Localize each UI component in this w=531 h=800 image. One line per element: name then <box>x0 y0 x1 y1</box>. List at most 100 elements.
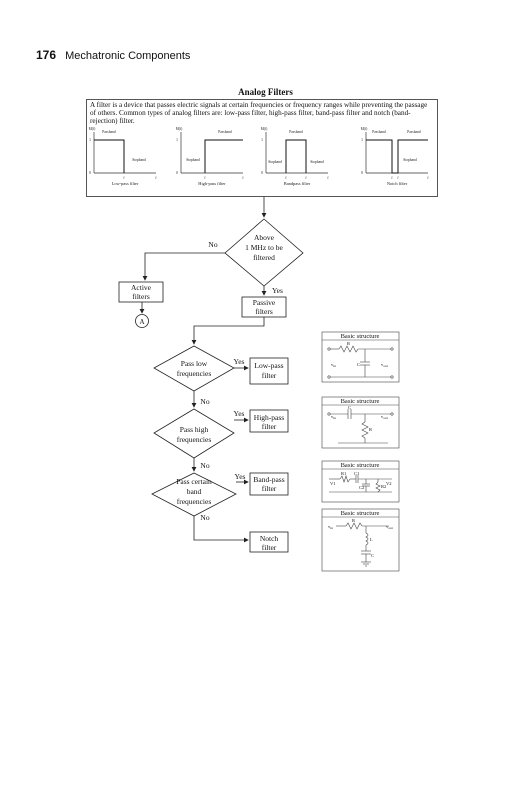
plot-f-label: f <box>327 176 329 180</box>
plot-ylabel: M(f) <box>176 127 184 131</box>
highpass-label-1: High-pass <box>254 413 284 422</box>
q1-line3: filtered <box>253 253 275 262</box>
q1-no-label: No <box>208 240 217 249</box>
f2-label: f <box>305 176 307 180</box>
stopband-label: Stopband <box>403 158 417 162</box>
bandpass-structure-title: Basic structure <box>341 462 380 469</box>
bandpass-label-2: filter <box>262 484 277 493</box>
bandpass-label-1: Band-pass <box>253 475 284 484</box>
stopband-label: Stopband <box>186 158 200 162</box>
q1-yes-label: Yes <box>272 286 283 295</box>
q4-line3: frequencies <box>177 497 212 506</box>
notch-l-label: L <box>370 537 373 542</box>
connector-label: A <box>139 318 144 326</box>
response-curve <box>94 139 125 173</box>
highpass-box <box>249 409 289 433</box>
plot-f-label: f <box>155 176 157 180</box>
fc-label: f <box>204 176 206 180</box>
bp-r2-label: R2 <box>381 484 386 489</box>
page-header: 176 Mechatronic Components <box>36 48 190 62</box>
active-label-2: filters <box>132 292 150 301</box>
plot-zero-tick: 0 <box>261 171 263 175</box>
passband-label: Passband <box>289 130 303 134</box>
notch-vout-label: vout <box>386 524 393 530</box>
notch-structure-title: Basic structure <box>341 510 380 517</box>
bp-c2-label: C2 <box>359 485 364 490</box>
lowpass-label-1: Low-pass <box>254 361 283 370</box>
resistor-symbol <box>339 475 351 483</box>
q4-no-label: No <box>200 513 209 522</box>
active-label-1: Active <box>131 283 152 292</box>
lowpass-circuit-panel <box>321 331 400 383</box>
q3-yes-label: Yes <box>234 409 245 418</box>
highpass-circuit-panel <box>321 396 400 449</box>
lowpass-structure-title: Basic structure <box>341 333 380 340</box>
flow-arrow-no <box>142 252 225 281</box>
plot-one-tick: 1 <box>261 138 263 142</box>
q3-line2: frequencies <box>177 435 212 444</box>
plot-one-tick: 1 <box>89 138 91 142</box>
passive-label-1: Passive <box>253 298 276 307</box>
bandpass-box <box>249 472 289 496</box>
notch-c-label: C <box>371 553 374 558</box>
q2-yes-label: Yes <box>234 357 245 366</box>
stopband-label: Stopband <box>310 160 324 164</box>
plot-one-tick: 1 <box>176 138 178 142</box>
fc-label: f <box>123 176 125 180</box>
resistor-symbol <box>338 345 359 353</box>
plot-caption: Notch filter <box>387 181 408 186</box>
bp-v1-label: V1 <box>330 481 336 486</box>
intro-box: A filter is a device that passes electri… <box>86 99 438 197</box>
lp-vout-label: vout <box>381 362 388 368</box>
resistor-symbol <box>345 522 363 530</box>
connector-a <box>135 314 149 328</box>
plot-f-label: f <box>427 176 429 180</box>
notch-circuit-panel <box>321 508 400 572</box>
q4-yes-label: Yes <box>235 472 246 481</box>
plot-caption: Bandpass filter <box>284 181 311 186</box>
lp-r-label: R <box>347 341 350 346</box>
plot-ylabel: M(f) <box>89 127 97 131</box>
plot-caption: High-pass filter <box>198 181 226 186</box>
flow-arrow <box>191 317 265 345</box>
section-title: Analog Filters <box>238 87 293 97</box>
plot-zero-tick: 0 <box>361 171 363 175</box>
flow-arrow-no <box>193 516 249 543</box>
f1-label: f <box>285 176 287 180</box>
plot-f-label: f <box>242 176 244 180</box>
bandpass-circuit-panel <box>321 460 400 503</box>
plot-ylabel: M(f) <box>361 127 369 131</box>
hp-r-label: R <box>369 427 372 432</box>
bp-c1-label: C1 <box>354 471 359 476</box>
q4-line1: Pass certain <box>176 477 212 486</box>
lowpass-box <box>249 357 289 385</box>
hp-vin-label: vin <box>331 414 336 420</box>
resistor-symbol <box>361 421 369 439</box>
passive-label-2: filters <box>255 307 273 316</box>
notch-r-label: R <box>352 518 355 523</box>
inductor-symbol <box>365 532 369 546</box>
lp-c-label: C <box>357 362 360 367</box>
passband-label: Passband <box>407 130 421 134</box>
book-title: Mechatronic Components <box>65 50 191 62</box>
bp-r1-label: R1 <box>341 471 346 476</box>
resistor-symbol <box>375 481 381 493</box>
notch-label-2: filter <box>262 543 277 552</box>
hp-vout-label: vout <box>381 414 388 420</box>
highpass-label-2: filter <box>262 422 277 431</box>
q2-line1: Pass low <box>181 359 208 368</box>
plot-zero-tick: 0 <box>89 171 91 175</box>
f2-label: f <box>397 176 399 180</box>
notch-box <box>249 531 289 553</box>
q4-line2: band <box>187 487 202 496</box>
page-number: 176 <box>36 48 57 62</box>
stopband-label: Stopband <box>132 158 146 162</box>
passband-label: Passband <box>218 130 232 134</box>
passband-label: Passband <box>102 130 116 134</box>
q3-line1: Pass high <box>180 425 209 434</box>
response-plots <box>93 132 428 174</box>
stopband-label: Stopband <box>268 160 282 164</box>
q2-line2: frequencies <box>177 369 212 378</box>
q1-line2: 1 MHz to be <box>245 243 283 252</box>
response-curve <box>366 139 428 174</box>
